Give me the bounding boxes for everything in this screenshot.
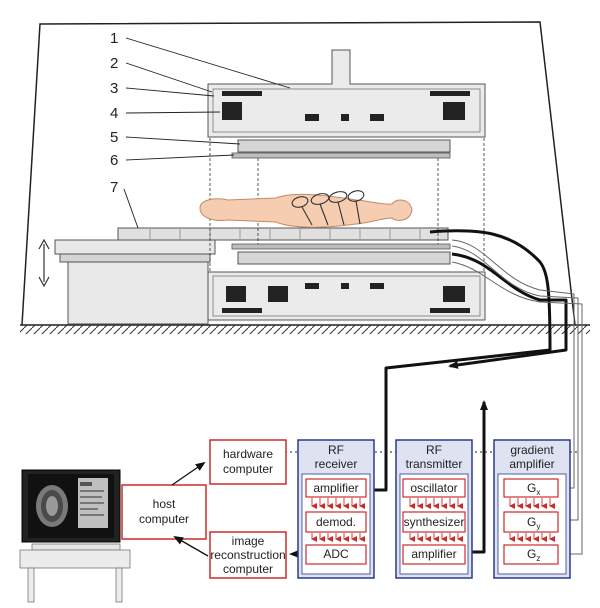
- grad-module-gz: Gz: [527, 547, 540, 563]
- height-adjust-arrow-icon: [38, 238, 50, 288]
- gradient-title-line1: gradient: [510, 443, 554, 457]
- callout-3: 3: [110, 80, 118, 97]
- callout-2: 2: [110, 55, 118, 72]
- callout-4: 4: [110, 105, 118, 122]
- grad-module-gy: Gy: [527, 515, 540, 531]
- rf-receiver-title-line1: RF: [328, 443, 344, 457]
- hardware-computer-box: hardware computer: [209, 439, 287, 485]
- patient-cradle: [117, 227, 449, 241]
- callout-1: 1: [110, 30, 118, 47]
- callout-labels: 1 2 3 4 5 6 7: [110, 30, 291, 229]
- rx-module-demod: demod.: [316, 515, 356, 529]
- gx-letter: G: [527, 481, 536, 495]
- tx-module-synthesizer: synthesizer: [404, 515, 465, 529]
- rf-transmitter-title-line2: transmitter: [406, 457, 463, 471]
- rx-module-amplifier: amplifier: [313, 481, 358, 495]
- rf-receiver-panel: RF receiver amplifier demod. ADC: [297, 439, 375, 579]
- image-recon-line2: reconstruction: [210, 548, 285, 562]
- grad-module-gx: Gx: [527, 481, 540, 497]
- patient-table: [38, 227, 449, 325]
- workstation-desk: [19, 549, 131, 569]
- callout-6: 6: [110, 152, 118, 169]
- gradient-amplifier-panel: gradient amplifier Gx Gy Gz: [493, 439, 571, 579]
- tx-module-amplifier: amplifier: [411, 547, 456, 561]
- callout-7: 7: [110, 179, 118, 196]
- magnet-assembly: [207, 49, 486, 321]
- host-computer-line2: computer: [139, 512, 189, 526]
- workstation-monitor: [19, 469, 131, 603]
- rf-transmitter-title-line1: RF: [426, 443, 442, 457]
- gx-sub: x: [536, 488, 540, 497]
- gy-sub: y: [536, 522, 540, 531]
- floor-hatching: [20, 325, 590, 334]
- computer-arrows: [171, 461, 299, 558]
- gy-letter: G: [527, 515, 536, 529]
- hardware-computer-line2: computer: [223, 462, 273, 476]
- rx-module-adc: ADC: [323, 547, 349, 561]
- image-reconstruction-computer-box: image reconstruction computer: [209, 531, 287, 579]
- host-computer-box: host computer: [121, 484, 207, 540]
- rf-receiver-title-line2: receiver: [315, 457, 358, 471]
- hardware-computer-line1: hardware: [223, 447, 273, 461]
- scanner-cables: [362, 229, 583, 555]
- rf-transmitter-panel: RF transmitter oscillator synthesizer am…: [395, 439, 473, 579]
- gz-sub: z: [536, 554, 540, 563]
- host-computer-line1: host: [153, 497, 176, 511]
- gz-letter: G: [527, 547, 536, 561]
- gradient-title-line2: amplifier: [509, 457, 554, 471]
- scanner-room: [20, 21, 590, 334]
- patient-figure: [199, 190, 413, 228]
- tx-module-oscillator: oscillator: [410, 481, 457, 495]
- callout-5: 5: [110, 129, 118, 146]
- image-recon-line1: image: [232, 534, 265, 548]
- image-recon-line3: computer: [223, 562, 273, 576]
